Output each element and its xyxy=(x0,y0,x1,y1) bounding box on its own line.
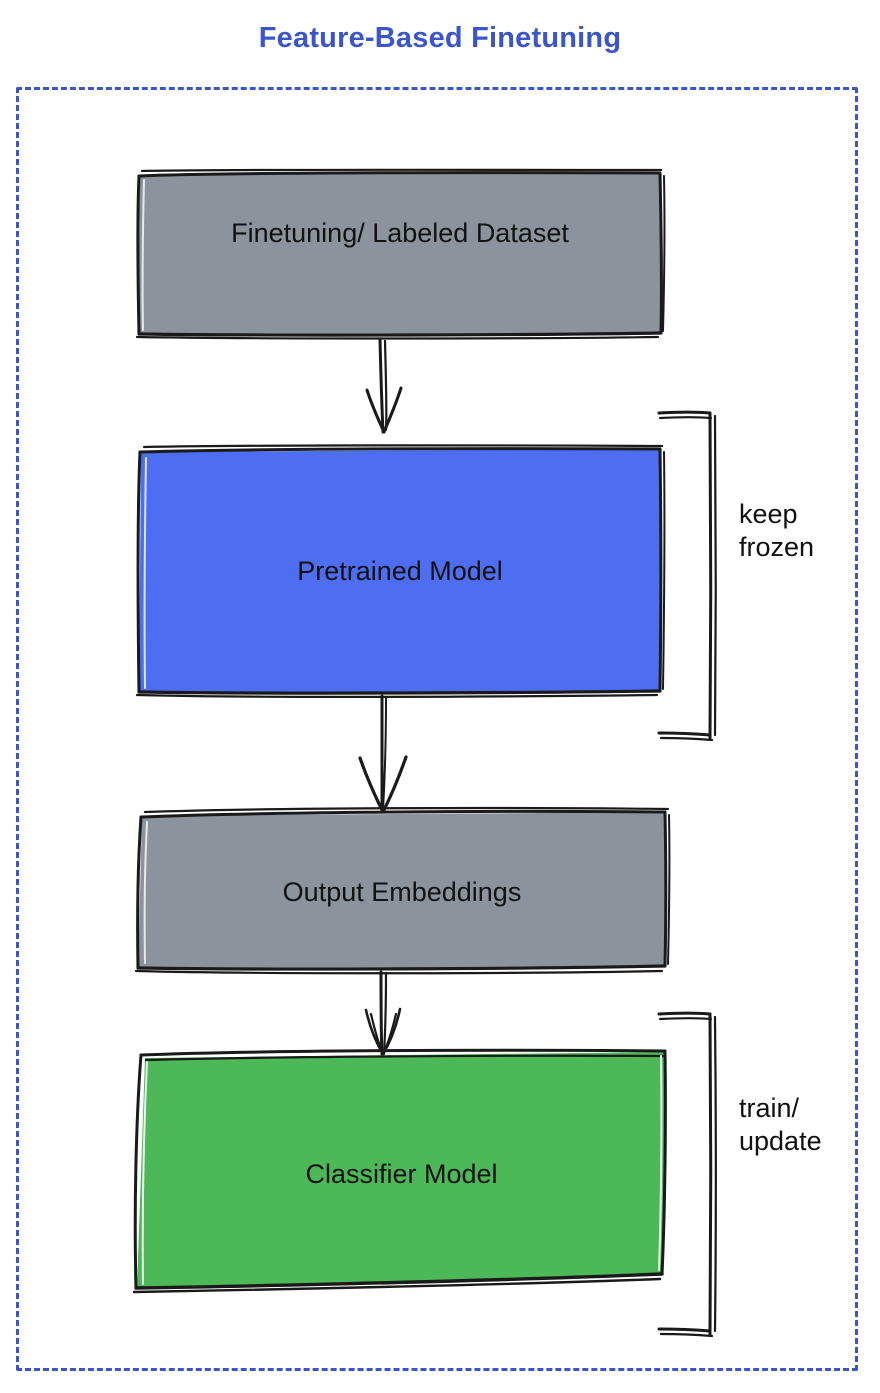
node-dataset-label: Finetuning/ Labeled Dataset xyxy=(231,218,569,248)
node-classifier-label: Classifier Model xyxy=(305,1159,498,1189)
node-embeddings[interactable]: Output Embeddings xyxy=(138,812,666,969)
page-title: Feature-Based Finetuning xyxy=(258,22,622,54)
node-pretrained[interactable]: Pretrained Model xyxy=(139,449,661,693)
node-dataset[interactable]: Finetuning/ Labeled Dataset xyxy=(138,172,662,335)
node-embeddings-label: Output Embeddings xyxy=(282,877,522,907)
annotation-keep-frozen-label: keep frozen xyxy=(739,499,815,562)
dashed-frame xyxy=(16,87,858,1371)
annotation-train-update-label: train/ update xyxy=(739,1093,822,1156)
node-classifier[interactable]: Classifier Model xyxy=(137,1051,666,1289)
node-pretrained-label: Pretrained Model xyxy=(297,556,503,586)
